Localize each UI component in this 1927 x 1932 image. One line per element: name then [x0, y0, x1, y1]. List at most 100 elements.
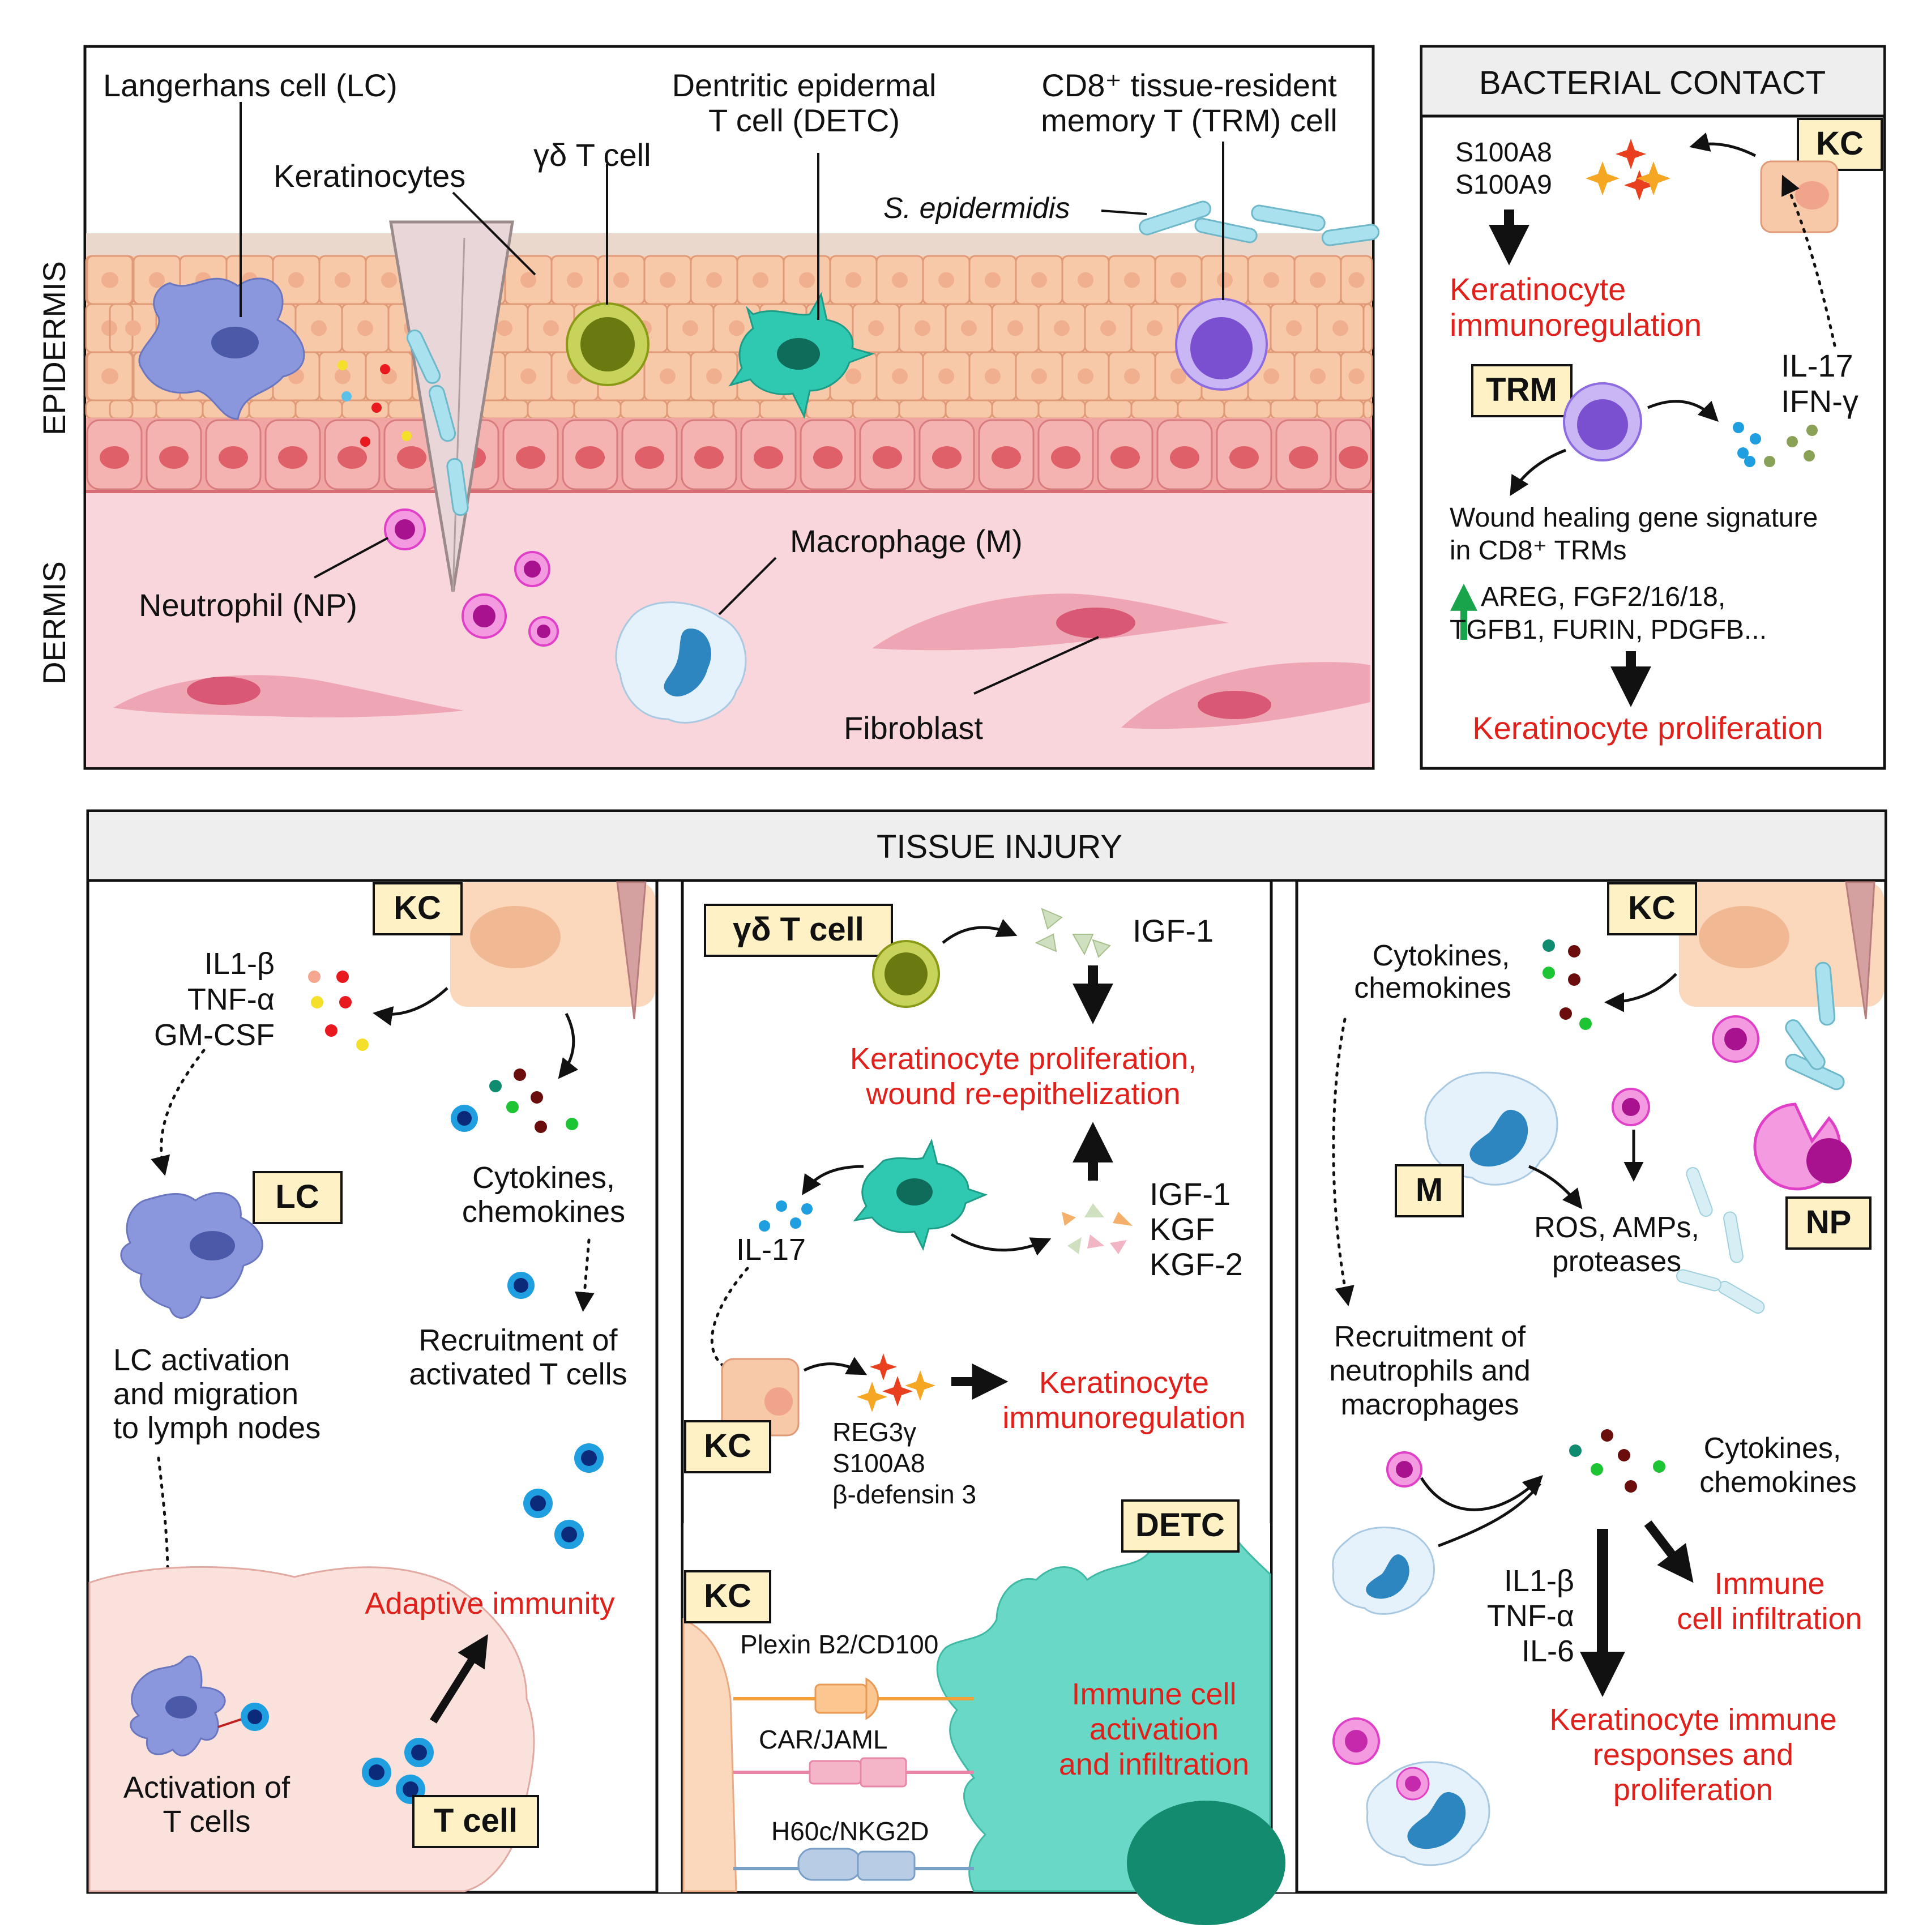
keratinocyte-nucleus — [1348, 272, 1365, 288]
recruit-label-2: activated T cells — [409, 1357, 627, 1391]
keratinocyte-nucleus — [520, 368, 536, 384]
keratinocyte-nucleus — [845, 272, 861, 288]
car-bold: CAR — [759, 1725, 814, 1754]
langerhans-cell — [138, 277, 305, 420]
keratinocyte-nucleus — [799, 272, 815, 288]
keratinocyte-nucleus — [660, 272, 676, 288]
label-fibroblast: Fibroblast — [844, 710, 983, 746]
wound-healing-rest: gene signature — [1630, 503, 1818, 533]
t-cells-lymph-group — [362, 1738, 434, 1804]
response-2: responses and — [1593, 1738, 1793, 1772]
trm-label-box — [1471, 364, 1573, 417]
lc-activation-2: and migration — [113, 1377, 298, 1411]
basal-nucleus — [932, 446, 962, 469]
keratinocyte-nucleus — [729, 320, 745, 336]
immunoreg-1: Keratinocyte — [1450, 271, 1626, 307]
injury-middle-subpanel: γδ T cell IGF-1 Keratinocyte proliferati… — [682, 904, 1285, 1925]
lc-label: LC — [275, 1178, 319, 1215]
gd-t-cell — [566, 302, 650, 386]
langerhans-cell-small — [120, 1192, 263, 1319]
bacteria-right — [1785, 961, 1845, 1091]
label-trm-2: memory T (TRM) cell — [1041, 102, 1338, 138]
gmcsf-label: GM-CSF — [154, 1018, 275, 1052]
detc-cell — [728, 292, 875, 419]
keratinocyte-nucleus — [1217, 272, 1233, 288]
dermis-label: DERMIS — [36, 561, 72, 685]
keratinocyte-nucleus — [1124, 368, 1140, 384]
plexin-label: Plexin B2/CD100 — [740, 1630, 938, 1659]
gd-label: γδ T cell — [733, 911, 864, 948]
detc-label: DETC — [1135, 1507, 1225, 1544]
neutrophil-small-2 — [1386, 1451, 1422, 1488]
keratinocyte-nucleus — [1332, 320, 1348, 336]
label-trm-1: CD8⁺ tissue-resident — [1041, 67, 1337, 103]
macrophage-right — [1424, 1071, 1558, 1186]
m-label-box — [1395, 1164, 1464, 1217]
keratinocyte-nucleus — [892, 272, 908, 288]
basal-nucleus — [694, 446, 724, 469]
kc-label: KC — [1816, 125, 1864, 162]
chemokine-dots-right-2 — [1569, 1429, 1665, 1493]
il6-right: IL-6 — [1522, 1634, 1574, 1668]
t-cell-small — [507, 1272, 535, 1299]
keratinocyte-nucleus — [543, 320, 559, 336]
keratinocyte-nucleus — [1263, 272, 1279, 288]
keratinocyte-nucleus — [753, 272, 768, 288]
keratinocyte-nucleus — [288, 272, 304, 288]
adaptive-immunity-label: Adaptive immunity — [365, 1587, 614, 1621]
cytokine-dots — [337, 360, 412, 447]
response-1: Keratinocyte immune — [1549, 1703, 1836, 1737]
keratinocyte-nucleus — [381, 272, 397, 288]
s100a8-mid-label: S100A8 — [832, 1448, 925, 1478]
epidermis-label: EPIDERMIS — [36, 261, 72, 435]
response-3: proliferation — [1613, 1773, 1773, 1807]
wound-healing-2: in CD8⁺ TRMs — [1450, 536, 1627, 566]
t-cell-small — [451, 1105, 478, 1132]
bacteria-wound — [406, 329, 469, 516]
il17-label: IL-17 — [1781, 348, 1853, 383]
keratinocyte-nucleus — [1348, 368, 1365, 384]
ifng-label: IFN-γ — [1781, 383, 1858, 419]
kc-label: KC — [394, 890, 441, 926]
basal-nucleus — [100, 446, 129, 469]
keratinocyte-nucleus — [1286, 320, 1302, 336]
basal-nucleus — [635, 446, 664, 469]
basal-nucleus — [754, 446, 783, 469]
neutrophils — [384, 508, 559, 647]
keratinocyte-nucleus — [1310, 272, 1326, 288]
basal-nucleus — [159, 446, 189, 469]
basal-nucleus — [278, 446, 307, 469]
recruit-right-2: neutrophils and — [1329, 1354, 1531, 1387]
keratinocyte-cell — [1760, 160, 1839, 233]
prolif-1: Keratinocyte proliferation, — [850, 1042, 1197, 1076]
kc-label-box — [684, 1420, 771, 1473]
activation-t-cells-1: Activation of — [123, 1771, 290, 1805]
prolif-2: wound re-epithelization — [865, 1077, 1180, 1111]
basal-nucleus — [516, 446, 545, 469]
basal-nucleus — [1170, 446, 1199, 469]
keratinocyte-nucleus — [938, 272, 954, 288]
trm-cell — [1175, 298, 1268, 391]
s-epidermidis-bacteria — [1139, 200, 1380, 246]
genes-2: TGFB1, FURIN, PDGFB... — [1450, 615, 1767, 645]
t-cells-group — [523, 1443, 604, 1549]
basal-nucleus — [337, 446, 367, 469]
label-detc-1: Dentritic epidermal — [672, 67, 937, 103]
recruit-right-3: macrophages — [1340, 1388, 1519, 1421]
wound-wedge — [389, 220, 514, 592]
h60-label: H60c/NKG2D — [771, 1816, 929, 1846]
basal-nucleus — [873, 446, 902, 469]
cytokines-right-1: Cytokines, — [1373, 939, 1510, 972]
neutrophil-large — [1753, 1102, 1852, 1191]
immune-act-1: Immune cell — [1071, 1677, 1236, 1711]
kc-label: KC — [1628, 890, 1676, 926]
keratinocyte-nucleus — [125, 320, 141, 336]
igf1-label-2: IGF-1 — [1150, 1176, 1230, 1212]
car-label: CAR/JAML — [759, 1725, 888, 1754]
proliferation-label: Keratinocyte proliferation — [1472, 710, 1823, 746]
wound-healing-1: Wound healing gene signature — [1450, 503, 1818, 533]
keratinocyte-nucleus — [102, 272, 118, 288]
injury-right-subpanel: KC Cytokines, chemokines M ROS, AMPs, pr… — [1329, 881, 1884, 1866]
m-label: M — [1416, 1172, 1443, 1208]
igf1-label: IGF-1 — [1133, 913, 1214, 948]
